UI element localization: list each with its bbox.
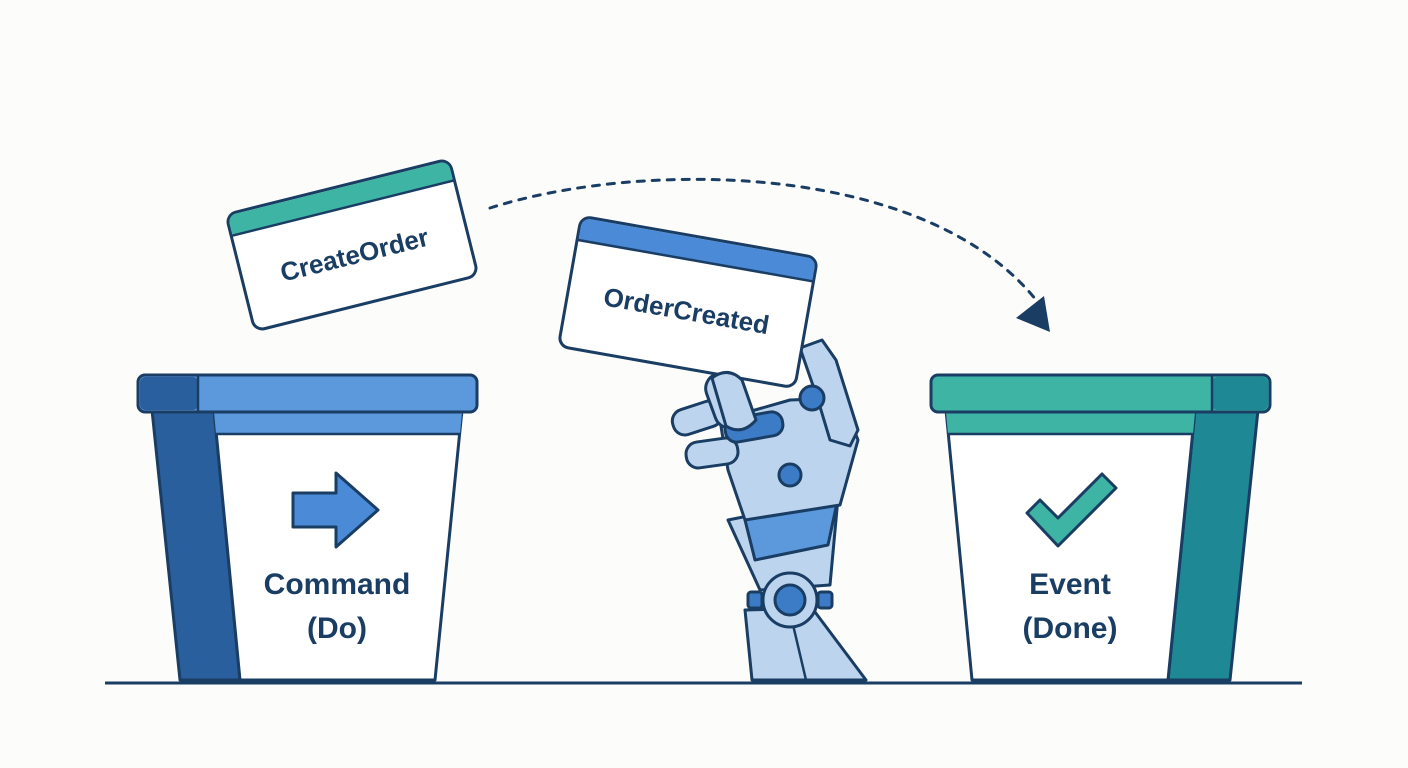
- robot-arm: [670, 338, 868, 682]
- event-bin: Event (Done): [929, 373, 1272, 682]
- command-bin-rim: [136, 373, 479, 414]
- command-bin: Command (Do): [136, 373, 479, 682]
- checkmark-icon: [1025, 472, 1118, 548]
- event-bin-title: Event: [1029, 568, 1111, 601]
- command-bin-band: [214, 412, 462, 434]
- command-card: CreateOrder: [226, 159, 478, 331]
- event-bin-rim: [929, 373, 1272, 414]
- event-card: OrderCreated: [558, 216, 818, 388]
- event-bin-band: [946, 412, 1195, 434]
- command-bin-title: Command: [264, 568, 411, 601]
- robot-thumb: [710, 371, 758, 432]
- arrow-right-icon: [291, 471, 380, 549]
- command-bin-subtitle: (Do): [307, 612, 367, 645]
- event-bin-subtitle: (Done): [1023, 612, 1118, 645]
- flow-arc: [488, 177, 1042, 307]
- flow-arrowhead: [1016, 296, 1050, 332]
